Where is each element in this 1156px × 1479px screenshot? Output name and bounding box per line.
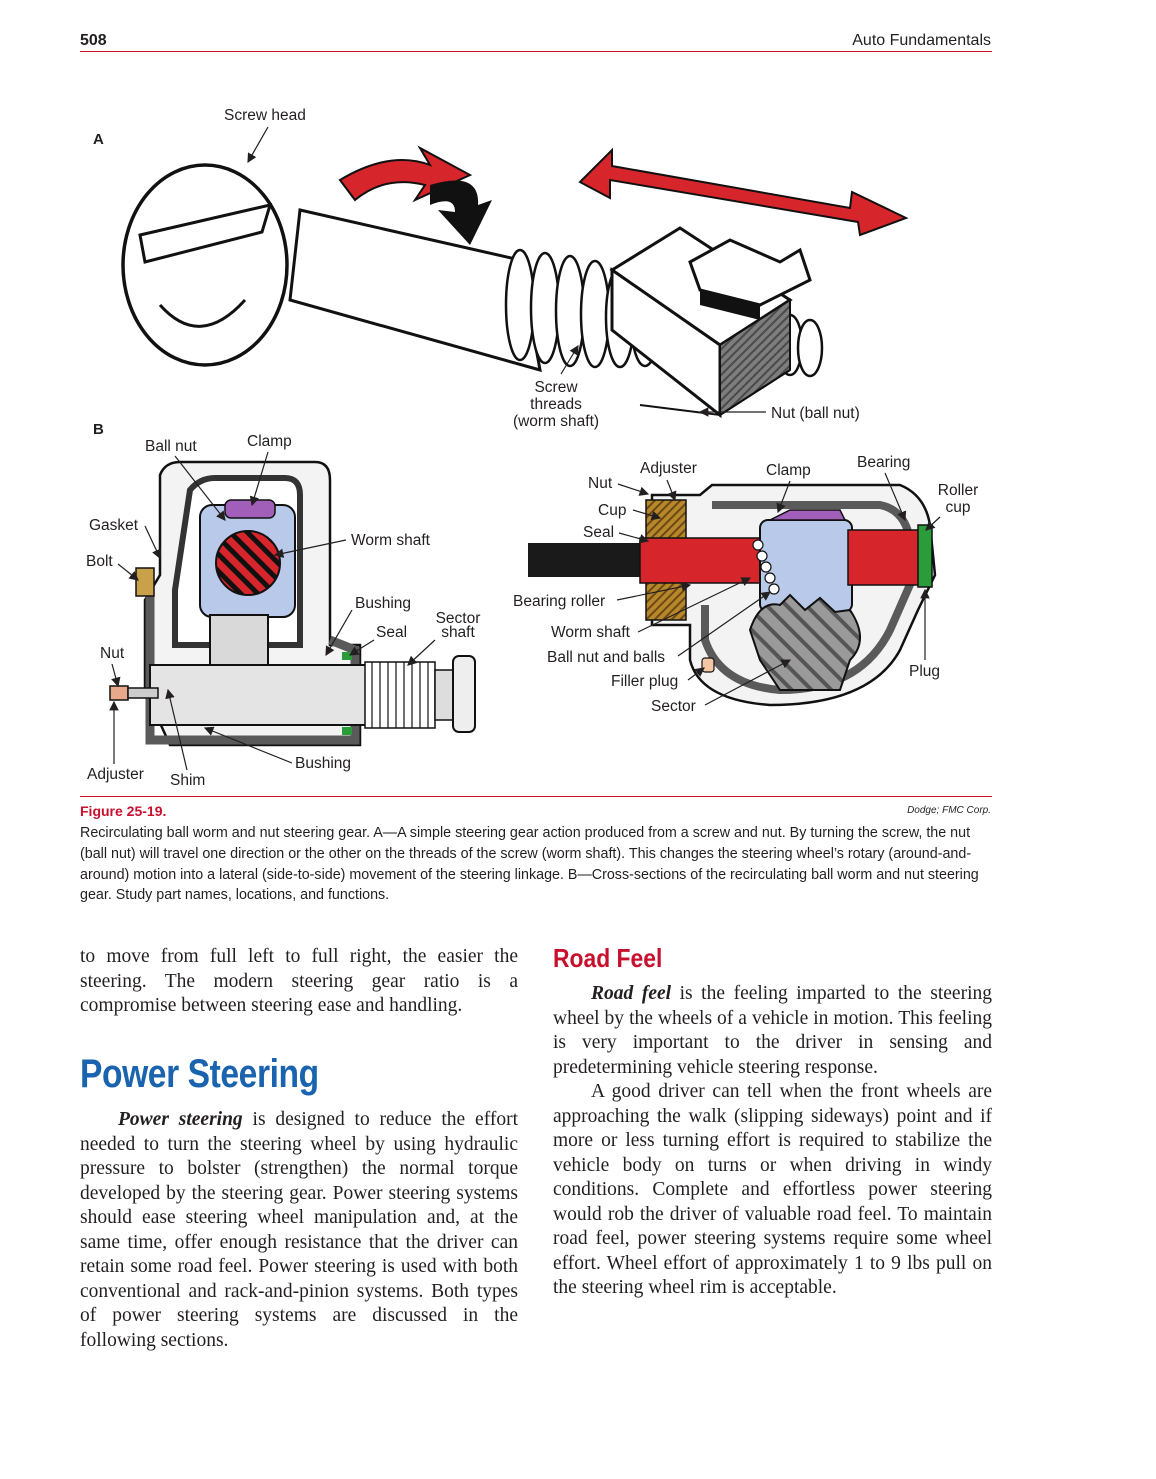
label-b-bushing: Bushing: [355, 595, 411, 612]
label-screw-head: Screw head: [224, 107, 306, 124]
label-screw-threads-3: (worm shaft): [513, 413, 599, 430]
road-feel-body-1: is the feeling imparted to the steering …: [553, 983, 992, 1078]
label-b-adjuster: Adjuster: [87, 766, 144, 783]
term-road-feel: Road feel: [591, 983, 672, 1004]
page-number: 508: [80, 32, 107, 49]
label-b-sector-shaft-2: shaft: [441, 624, 475, 641]
label-r-roller-cup-2: cup: [946, 499, 971, 516]
label-b-clamp: Clamp: [247, 433, 292, 450]
power-steering-section: Power steering is designed to reduce the…: [80, 1108, 518, 1353]
label-b-ball-nut: Ball nut: [145, 438, 197, 455]
label-b-sector-shaft-1: Sector: [436, 610, 481, 627]
left-cross-section: [109, 460, 476, 747]
running-header-title: Auto Fundamentals: [852, 32, 991, 49]
label-r-nut: Nut: [588, 475, 613, 492]
label-r-bearing-roller: Bearing roller: [513, 593, 605, 610]
road-feel-section: Road feel is the feeling imparted to the…: [553, 982, 992, 1301]
label-b-bolt: Bolt: [86, 553, 113, 570]
panel-b-letter: B: [93, 421, 104, 438]
header-rule: [80, 51, 992, 52]
label-r-cup: Cup: [598, 502, 626, 519]
panel-a-letter: A: [93, 131, 104, 148]
label-screw-threads-1: Screw: [534, 379, 578, 396]
road-feel-paragraph-2: A good driver can tell when the front wh…: [553, 1081, 992, 1298]
left-column: to move from full left to full right, th…: [80, 945, 518, 1019]
figure-caption: Recirculating ball worm and nut steering…: [80, 825, 979, 904]
label-screw-threads-2: threads: [530, 396, 582, 413]
label-r-ball-nut-balls: Ball nut and balls: [547, 649, 665, 666]
ball-nut-illustration: [609, 226, 812, 419]
label-r-roller-cup-1: Roller: [938, 482, 978, 499]
power-steering-paragraph: Power steering is designed to reduce the…: [80, 1108, 518, 1353]
steering-gear-figure: A Screw head Screw: [86, 107, 978, 789]
figure-credit: Dodge; FMC Corp.: [907, 805, 991, 816]
screw-illustration: [121, 163, 824, 378]
heading-power-steering: Power Steering: [80, 1052, 319, 1096]
label-b-worm-shaft: Worm shaft: [351, 532, 431, 549]
figure-rule: [80, 796, 992, 797]
label-nut-ball-nut: Nut (ball nut): [771, 405, 860, 422]
label-r-adjuster: Adjuster: [640, 460, 697, 477]
label-b-gasket: Gasket: [89, 517, 139, 534]
label-r-plug: Plug: [909, 663, 940, 680]
label-r-worm-shaft: Worm shaft: [551, 624, 631, 641]
label-r-clamp: Clamp: [766, 462, 811, 479]
label-b-nut: Nut: [100, 645, 125, 662]
power-steering-body: is designed to reduce the effort needed …: [80, 1109, 518, 1351]
figure-number: Figure 25-19.: [80, 803, 167, 819]
right-cross-section: [528, 483, 937, 707]
label-r-seal: Seal: [583, 524, 614, 541]
label-b-bushing-lower: Bushing: [295, 755, 351, 772]
label-b-seal: Seal: [376, 624, 407, 641]
road-feel-paragraph-1: Road feel is the feeling imparted to the…: [553, 982, 992, 1080]
rotation-arrow: [338, 145, 492, 245]
label-r-filler-plug: Filler plug: [611, 673, 678, 690]
label-r-bearing: Bearing: [857, 454, 910, 471]
label-r-sector: Sector: [651, 698, 696, 715]
continued-paragraph: to move from full left to full right, th…: [80, 946, 518, 1016]
term-power-steering: Power steering: [118, 1109, 243, 1130]
heading-road-feel: Road Feel: [553, 943, 663, 973]
label-b-shim: Shim: [170, 772, 205, 789]
lateral-movement-arrow: [578, 147, 909, 237]
